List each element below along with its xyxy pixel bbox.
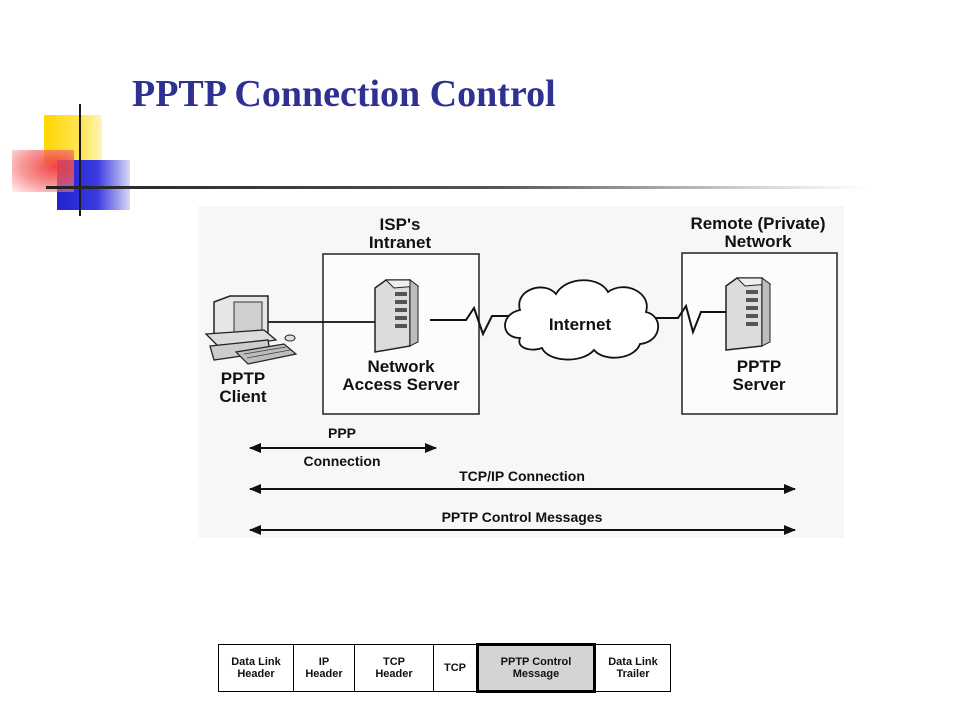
server-label-line2: Server: [733, 375, 786, 394]
client-label-line2: Client: [219, 387, 267, 406]
remote-label-line1: Remote (Private): [690, 214, 825, 233]
server-label-line1: PPTP: [737, 357, 781, 376]
title-underline: [46, 186, 866, 189]
packet-cell-data-link-trailer: Data Link Trailer: [594, 644, 671, 692]
packet-cell-tcp-header: TCP Header: [354, 644, 434, 692]
decorative-vertical-line: [79, 104, 81, 216]
pptp-client-computer: [204, 295, 298, 365]
internet-cloud: [504, 279, 660, 361]
packet-cell-tcp: TCP: [433, 644, 478, 692]
isp-label-line2: Intranet: [369, 233, 432, 252]
ppp-label: PPP: [328, 425, 356, 441]
pptp-control-messages-label: PPTP Control Messages: [442, 509, 603, 525]
isp-label-line1: ISP's: [380, 215, 421, 234]
page-title: PPTP Connection Control: [132, 73, 556, 115]
packet-row: Data Link Header IP Header TCP Header TC…: [218, 643, 671, 693]
packet-cell-ip-header: IP Header: [293, 644, 355, 692]
nas-to-internet-link: [430, 305, 512, 337]
packet-structure: Data Link Header IP Header TCP Header TC…: [218, 643, 671, 693]
network-access-server-icon: [374, 279, 420, 353]
decorative-red-square: [12, 150, 74, 192]
remote-label-line2: Network: [724, 232, 792, 251]
packet-cell-pptp-control-message: PPTP Control Message: [476, 643, 596, 693]
client-label-line1: PPTP: [221, 369, 265, 388]
packet-cell-data-link-header: Data Link Header: [218, 644, 294, 692]
pptp-server-icon: [725, 277, 772, 351]
ppp-connection-label: Connection: [304, 453, 381, 469]
nas-label-line1: Network: [367, 357, 435, 376]
tcpip-connection-label: TCP/IP Connection: [459, 468, 585, 484]
nas-label-line2: Access Server: [342, 375, 460, 394]
internet-to-server-link: [652, 303, 730, 336]
internet-label: Internet: [549, 315, 612, 334]
